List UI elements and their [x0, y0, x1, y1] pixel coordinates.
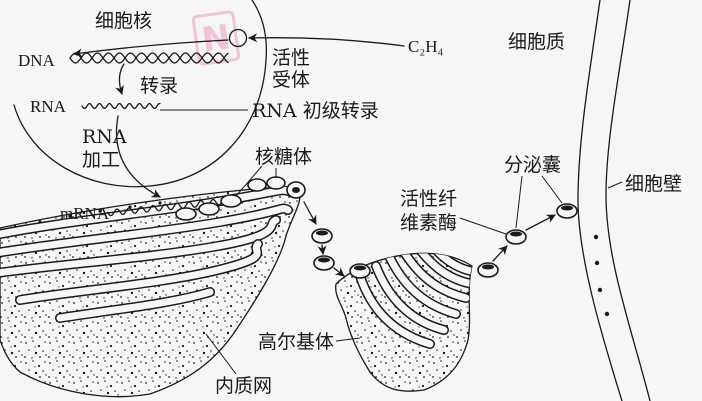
plasma-membrane — [578, 0, 622, 401]
rna-strand — [82, 104, 160, 109]
transport-vesicle — [312, 229, 332, 243]
secretory-vesicle — [557, 204, 577, 218]
label-er: 内质网 — [215, 375, 272, 397]
label-rna-processing-line1: RNA — [82, 126, 127, 148]
label-ethylene: C₂H₄ — [408, 37, 444, 56]
ribosome — [221, 195, 241, 207]
watermark-logo: N — [193, 11, 239, 64]
label-rna-processing-line2: 加工 — [82, 149, 120, 171]
label-cytoplasm: 细胞质 — [508, 31, 565, 53]
er-bud-vesicle — [287, 182, 305, 198]
cell-wall-leader — [608, 182, 622, 188]
ribosome — [199, 203, 219, 215]
golgi-side-vesicle — [350, 264, 370, 278]
label-active-cellulase-line2: 维素酶 — [400, 212, 457, 234]
label-golgi: 高尔基体 — [258, 331, 334, 353]
endoplasmic-reticulum — [0, 186, 300, 397]
label-rna-primary-transcript: RNA 初级转录 — [252, 100, 379, 122]
transport-arrow — [322, 245, 323, 254]
active-cellulase-vesicle — [506, 230, 526, 244]
label-rna: RNA — [30, 97, 67, 116]
secretory-vesicle-leader — [542, 176, 562, 203]
label-secretory-vesicle: 分泌囊 — [504, 154, 561, 176]
secretory-vesicle-leader — [516, 176, 522, 228]
label-active-receptor-line2: 受体 — [272, 69, 310, 91]
ethylene-binding-arrow — [249, 38, 404, 46]
ribosome — [176, 208, 196, 220]
cell-wall-line — [606, 0, 650, 401]
transcription-arrow — [119, 64, 124, 94]
secreted-cellulase-dots — [594, 235, 609, 316]
active-cellulase-leader — [460, 218, 506, 234]
label-active-receptor-line1: 活性 — [272, 47, 310, 69]
transport-vesicle — [314, 256, 334, 270]
label-dna: DNA — [18, 51, 56, 70]
label-ribosome: 核糖体 — [255, 146, 312, 168]
label-nucleus: 细胞核 — [95, 10, 152, 32]
label-transcription: 转录 — [140, 75, 178, 97]
label-active-cellulase-line1: 活性纤 — [400, 188, 457, 210]
transport-arrow — [334, 268, 344, 276]
ribosome — [267, 177, 285, 189]
transport-arrow — [304, 202, 316, 224]
secretion-arrow — [493, 246, 507, 261]
golgi-exit-vesicle — [478, 263, 498, 277]
ribosome — [248, 179, 266, 191]
secretion-arrow — [526, 215, 555, 230]
label-cell-wall: 细胞壁 — [625, 173, 682, 195]
label-mrna: mRNA — [60, 204, 110, 223]
